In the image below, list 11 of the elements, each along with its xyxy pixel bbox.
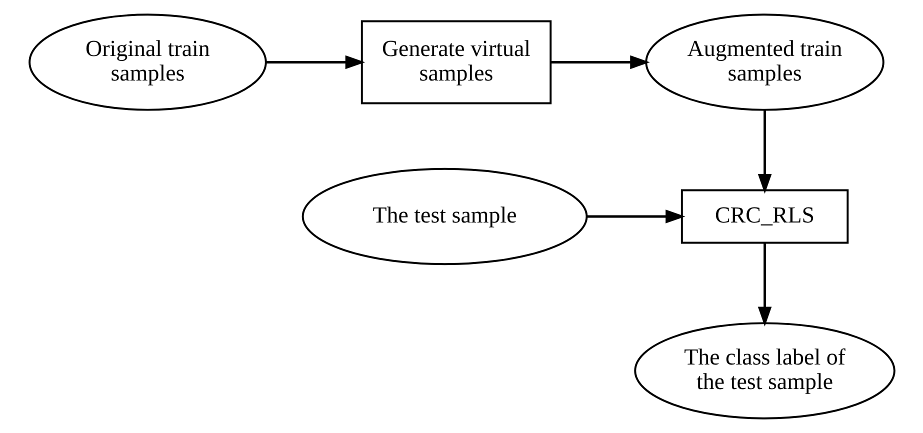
node-ellipse: Augmented train samples (644, 14, 884, 111)
node-ellipse: Original train samples (28, 14, 266, 111)
arrow (550, 55, 650, 70)
node-ellipse: The test sample (301, 168, 588, 266)
arrow (757, 110, 772, 194)
node-box: CRC_RLS (680, 189, 848, 244)
arrow (586, 210, 685, 224)
node-ellipse: The class label of the test sample (634, 322, 895, 420)
node-box: Generate virtual samples (360, 20, 552, 104)
arrow (266, 55, 365, 70)
arrow (757, 243, 772, 327)
